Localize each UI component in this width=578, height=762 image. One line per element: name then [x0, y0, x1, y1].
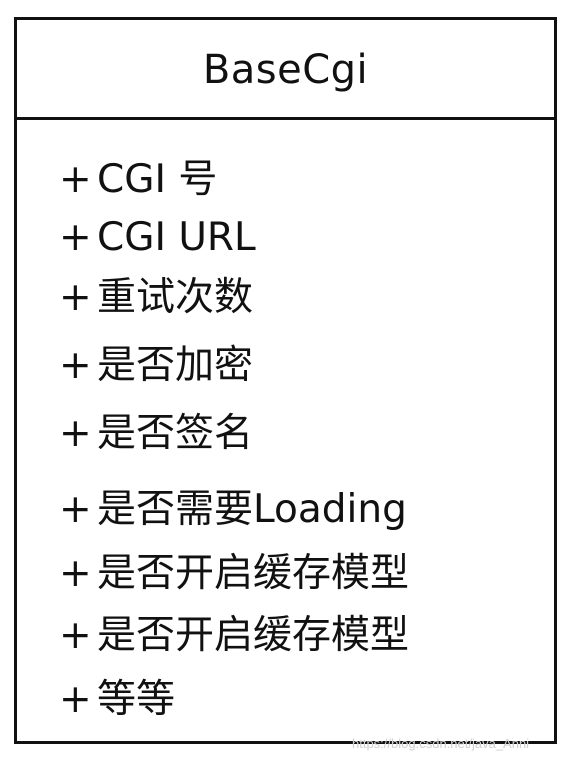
attribute-item: +CGI URL	[59, 216, 256, 260]
class-name: BaseCgi	[202, 47, 369, 93]
attribute-list: +CGI 号 +CGI URL +重试次数 +是否加密 +是否签名 +是否需要L…	[17, 20, 554, 741]
visibility-public-marker: +	[59, 157, 92, 202]
attribute-item: +是否开启缓存模型	[59, 552, 409, 596]
uml-class-box: BaseCgi +CGI 号 +CGI URL +重试次数 +是否加密 +是否签…	[14, 17, 557, 744]
attribute-item: +是否需要Loading	[59, 488, 407, 532]
attribute-label: 是否需要Loading	[97, 487, 407, 532]
visibility-public-marker: +	[59, 215, 92, 260]
attribute-item: +是否加密	[59, 344, 253, 388]
watermark-text: https://blog.csdn.net/java_Anni	[352, 736, 530, 751]
attribute-label: 是否开启缓存模型	[97, 613, 410, 658]
visibility-public-marker: +	[59, 677, 92, 722]
class-header: BaseCgi	[17, 20, 554, 120]
attribute-item: +是否开启缓存模型	[59, 614, 409, 658]
attribute-label: 等等	[97, 677, 176, 722]
visibility-public-marker: +	[59, 343, 92, 388]
attribute-label: 是否加密	[97, 343, 254, 388]
attribute-label: 是否开启缓存模型	[97, 551, 410, 596]
attribute-item: +等等	[59, 678, 175, 722]
visibility-public-marker: +	[59, 275, 92, 320]
visibility-public-marker: +	[59, 487, 92, 532]
visibility-public-marker: +	[59, 551, 92, 596]
attribute-label: 是否签名	[97, 411, 254, 456]
visibility-public-marker: +	[59, 411, 92, 456]
visibility-public-marker: +	[59, 613, 92, 658]
attribute-item: +CGI 号	[59, 158, 217, 202]
attribute-label: 重试次数	[97, 275, 254, 320]
attribute-item: +是否签名	[59, 412, 253, 456]
attribute-label: CGI 号	[97, 157, 218, 202]
attribute-label: CGI URL	[97, 215, 256, 260]
attribute-item: +重试次数	[59, 276, 253, 320]
